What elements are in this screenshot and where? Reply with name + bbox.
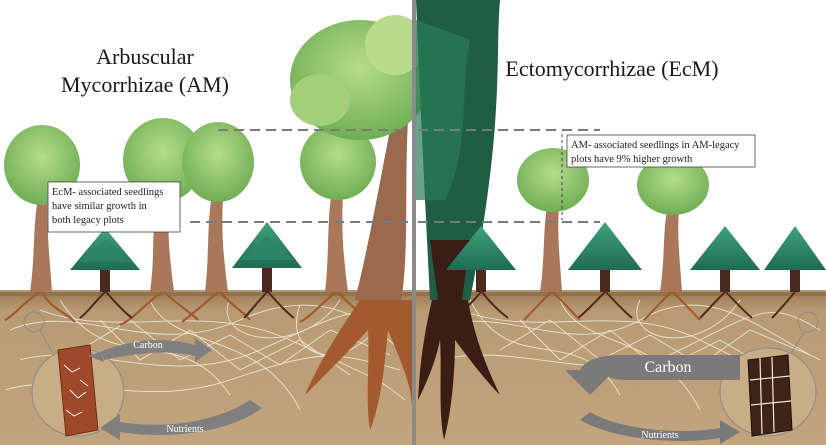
right-broadleaf-trees (517, 148, 709, 292)
right-callout: AM- associated seedlings in AM-legacy pl… (567, 135, 755, 167)
left-callout: EcM- associated seedlings have similar g… (48, 182, 180, 232)
right-carbon-label: Carbon (644, 359, 691, 376)
left-nutrients-label: Nutrients (166, 424, 203, 435)
right-callout-line1: AM- associated seedlings in AM-legacy (571, 140, 740, 151)
right-nutrients-label: Nutrients (641, 430, 678, 441)
panel-divider (412, 0, 416, 445)
right-panel-title: Ectomycorrhizae (EcM) (505, 56, 718, 81)
left-callout-line3: both legacy plots (52, 215, 124, 226)
left-conifer-trees (70, 222, 302, 292)
left-panel-title-line2: Mycorrhizae (AM) (61, 72, 229, 97)
right-callout-line2: plots have 9% higher growth (571, 154, 693, 165)
left-panel-title-line1: Arbuscular (96, 44, 194, 69)
right-conifer-trees (446, 222, 826, 292)
left-callout-line2: have similar growth in (52, 201, 148, 212)
left-callout-line1: EcM- associated seedlings (52, 187, 163, 198)
left-carbon-label: Carbon (133, 340, 162, 351)
